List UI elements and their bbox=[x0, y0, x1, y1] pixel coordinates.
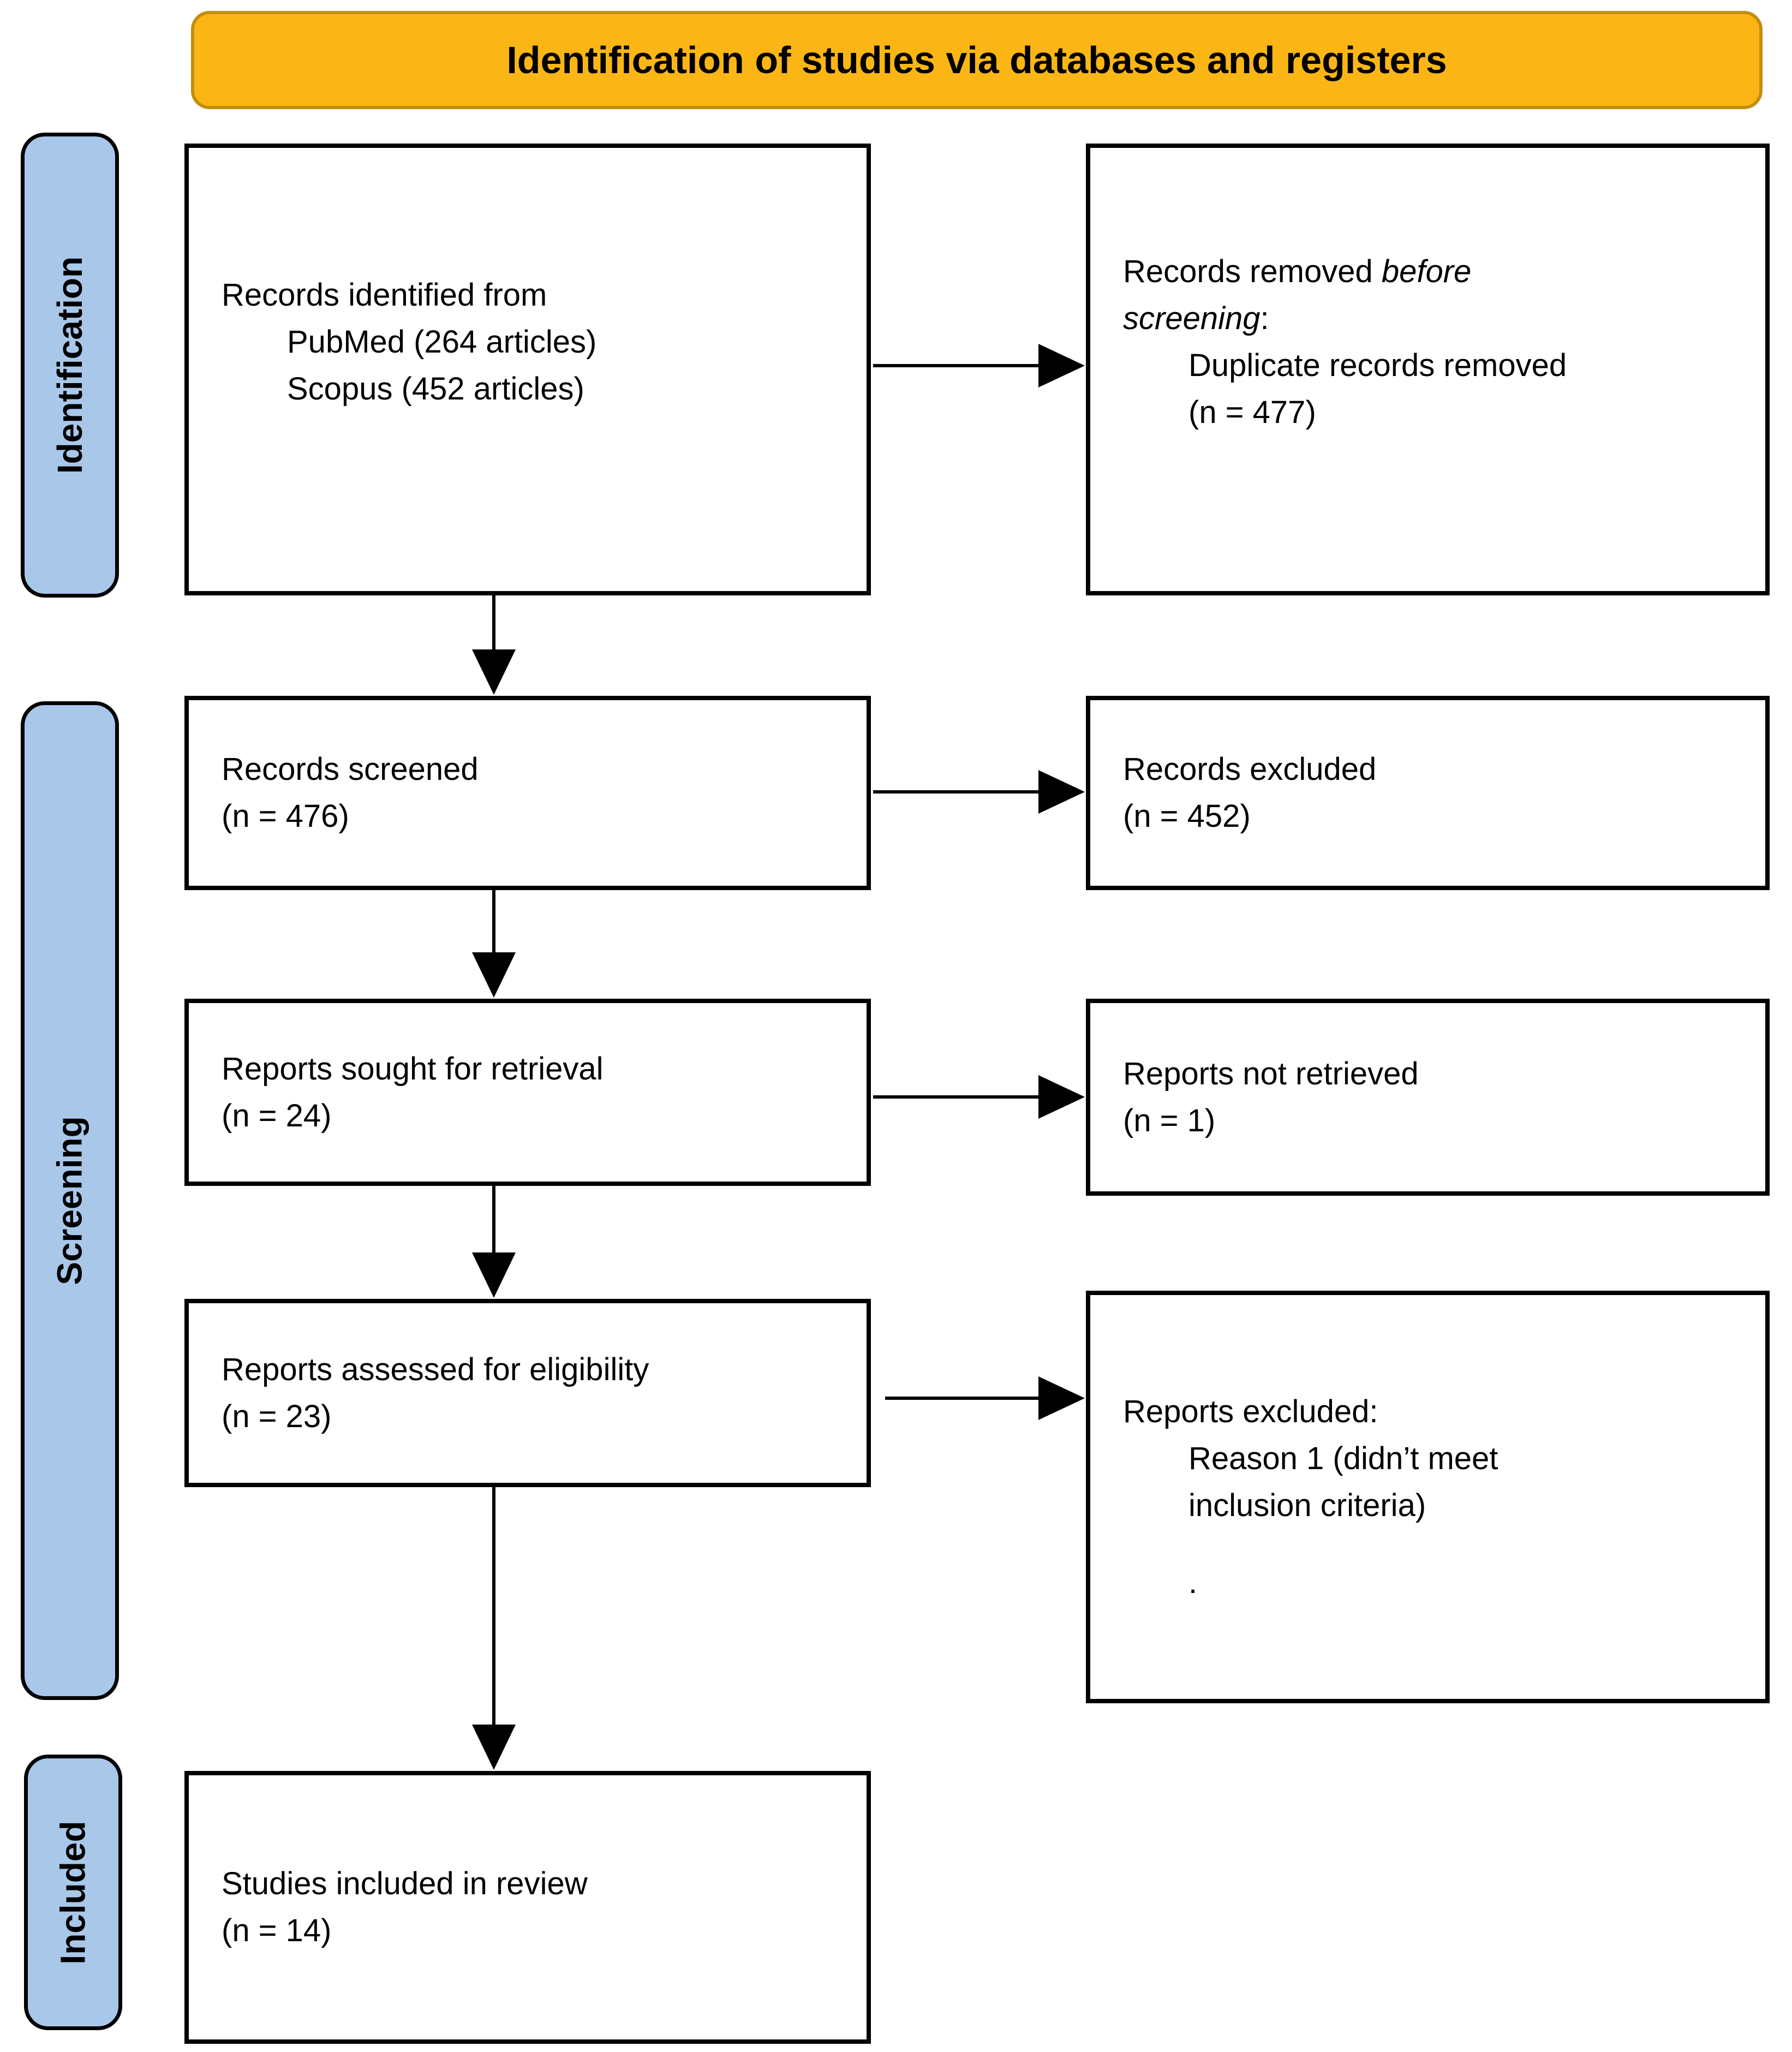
reports-excluded-box: Reports excluded: Reason 1 (didn’t meet … bbox=[1086, 1291, 1770, 1703]
records-excluded-box: Records excluded (n = 452) bbox=[1086, 696, 1770, 890]
stage-label-screening: Screening bbox=[21, 701, 119, 1700]
header-title: Identification of studies via databases … bbox=[506, 39, 1447, 81]
box-line: screening: bbox=[1123, 295, 1750, 342]
records-screened-box: Records screened (n = 476) bbox=[184, 696, 871, 890]
box-line: Duplicate records removed bbox=[1188, 348, 1567, 383]
box-line: (n = 24) bbox=[222, 1097, 332, 1134]
box-line: . bbox=[1188, 1564, 1198, 1600]
box-line: Records identified from bbox=[222, 277, 547, 313]
arrow-identified-to-screened bbox=[472, 595, 516, 695]
stage-label-text: Included bbox=[53, 1820, 93, 1965]
box-line: Reports excluded: bbox=[1123, 1393, 1378, 1429]
reports-not-retrieved-box: Reports not retrieved (n = 1) bbox=[1086, 999, 1770, 1196]
box-line: Records screened bbox=[222, 751, 479, 787]
header-banner: Identification of studies via databases … bbox=[191, 11, 1763, 109]
box-line: Reports assessed for eligibility bbox=[222, 1351, 649, 1387]
box-line: inclusion criteria) bbox=[1188, 1487, 1426, 1523]
records-removed-box: Records removed before screening: Duplic… bbox=[1086, 144, 1770, 595]
arrow-screened-to-excluded bbox=[873, 770, 1085, 814]
reports-sought-box: Reports sought for retrieval (n = 24) bbox=[184, 999, 871, 1186]
box-line: (n = 477) bbox=[1188, 395, 1316, 430]
stage-label-text: Identification bbox=[50, 256, 89, 474]
records-identified-box: Records identified from PubMed (264 arti… bbox=[184, 144, 871, 595]
box-line: (n = 476) bbox=[222, 798, 349, 834]
arrow-screened-to-sought bbox=[472, 890, 516, 998]
box-line: Records removed before bbox=[1123, 248, 1750, 295]
stage-label-identification: Identification bbox=[21, 133, 119, 598]
box-line: (n = 1) bbox=[1123, 1102, 1216, 1138]
box-line: Records excluded bbox=[1123, 751, 1377, 787]
box-line-italic: before bbox=[1381, 254, 1472, 289]
stage-label-text: Screening bbox=[50, 1116, 89, 1285]
box-line: PubMed (264 articles) bbox=[287, 324, 597, 360]
box-line-text: Records removed bbox=[1123, 254, 1382, 289]
box-line: Scopus (452 articles) bbox=[287, 371, 584, 407]
reports-assessed-box: Reports assessed for eligibility (n = 23… bbox=[184, 1299, 871, 1487]
arrow-assessed-to-reports-excluded bbox=[885, 1376, 1085, 1420]
box-line-italic: screening bbox=[1123, 301, 1261, 336]
arrow-sought-to-not-retrieved bbox=[873, 1075, 1085, 1119]
box-line-text: : bbox=[1260, 301, 1269, 336]
arrow-identified-to-removed bbox=[873, 344, 1085, 387]
box-line: Studies included in review bbox=[222, 1866, 588, 1901]
box-line: Reports not retrieved bbox=[1123, 1055, 1419, 1091]
box-line: (n = 14) bbox=[222, 1913, 332, 1948]
stage-label-included: Included bbox=[24, 1755, 122, 2030]
box-line: Reason 1 (didn’t meet bbox=[1188, 1440, 1498, 1476]
box-line: (n = 452) bbox=[1123, 798, 1251, 834]
arrow-assessed-to-included bbox=[472, 1487, 516, 1770]
studies-included-box: Studies included in review (n = 14) bbox=[184, 1771, 871, 2044]
box-line: (n = 23) bbox=[222, 1398, 332, 1434]
arrow-sought-to-assessed bbox=[472, 1185, 516, 1298]
box-line: Reports sought for retrieval bbox=[222, 1051, 604, 1087]
